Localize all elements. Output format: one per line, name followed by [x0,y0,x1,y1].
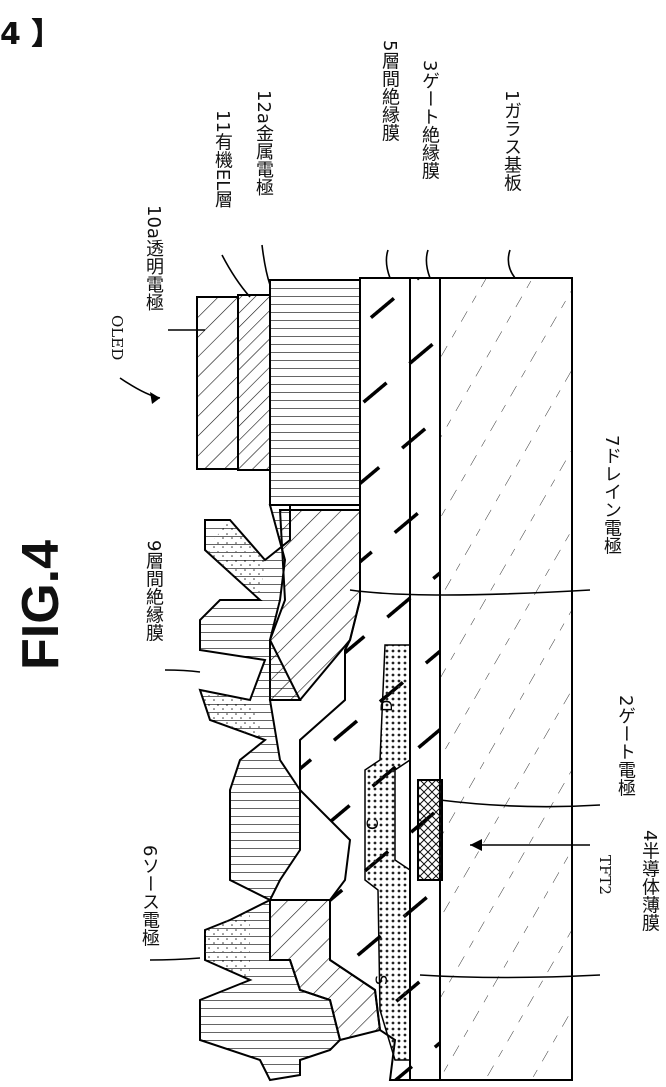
region-letter-c: C [363,819,382,830]
glass-substrate [440,278,572,1080]
label-gate-electrode: 2ゲート電極 [612,695,638,796]
gate-electrode [418,780,442,880]
region-letter-d: D [377,700,396,712]
label-organic-el-layer: 11有機EL層 [209,110,235,208]
label-interlayer-insulating-film-5: 5層間絶縁膜 [376,40,402,141]
label-metal-electrode: 12a金属電極 [250,90,276,196]
label-oled: OLED [108,315,126,360]
gate-insulating-film [410,278,440,1080]
oled-arrowhead [150,392,160,404]
label-transparent-electrode: 10a透明電極 [140,205,166,311]
transparent-electrode [197,297,238,469]
region-letter-s: S [372,975,391,985]
label-source-electrode: 6ソース電極 [136,845,162,946]
label-glass-substrate: 1ガラス基板 [498,90,524,191]
label-drain-electrode: 7ドレイン電極 [598,435,624,554]
label-interlayer-insulating-film-9: 9層間絶縁膜 [140,540,166,641]
metal-electrode [270,280,360,505]
organic-el-layer [238,295,270,470]
label-semiconductor-thin-film: 4半導体薄膜 [636,830,662,931]
label-tft: TFT2 [596,855,614,895]
label-gate-insulating-film: 3ゲート絶縁膜 [416,60,442,179]
